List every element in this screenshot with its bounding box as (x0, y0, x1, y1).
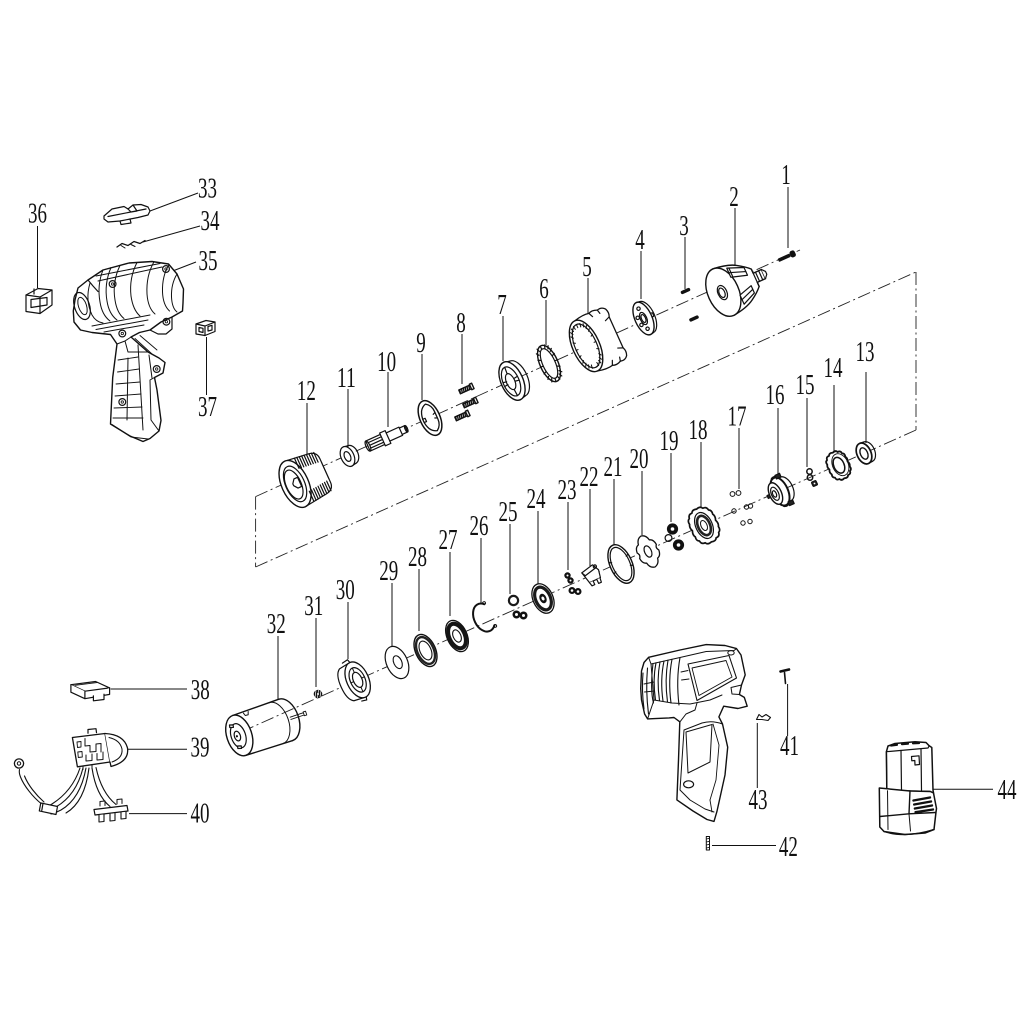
svg-text:8: 8 (456, 307, 466, 339)
svg-text:40: 40 (191, 797, 210, 829)
svg-text:4: 4 (635, 224, 645, 256)
svg-text:43: 43 (749, 784, 768, 816)
svg-text:32: 32 (267, 608, 286, 640)
svg-text:2: 2 (729, 181, 739, 213)
svg-text:34: 34 (201, 205, 220, 237)
svg-text:17: 17 (728, 401, 747, 433)
svg-text:12: 12 (297, 375, 316, 407)
svg-text:41: 41 (780, 730, 799, 762)
svg-text:16: 16 (766, 379, 785, 411)
svg-text:27: 27 (439, 524, 458, 556)
svg-text:5: 5 (582, 251, 592, 283)
svg-text:11: 11 (337, 362, 356, 394)
svg-text:7: 7 (497, 289, 507, 321)
svg-text:14: 14 (824, 352, 843, 384)
svg-text:31: 31 (304, 590, 323, 622)
svg-text:37: 37 (198, 391, 217, 423)
svg-text:39: 39 (191, 732, 210, 764)
svg-text:20: 20 (630, 443, 649, 475)
svg-text:18: 18 (689, 414, 708, 446)
svg-text:22: 22 (580, 461, 599, 493)
svg-text:6: 6 (539, 273, 549, 305)
svg-text:42: 42 (779, 831, 798, 863)
svg-text:26: 26 (470, 510, 489, 542)
svg-text:23: 23 (558, 474, 577, 506)
svg-text:35: 35 (199, 245, 218, 277)
svg-text:36: 36 (28, 198, 47, 230)
svg-text:44: 44 (998, 774, 1017, 806)
svg-text:15: 15 (796, 369, 815, 401)
svg-text:29: 29 (379, 555, 398, 587)
svg-text:10: 10 (377, 346, 396, 378)
svg-text:24: 24 (527, 483, 546, 515)
svg-text:21: 21 (604, 451, 623, 483)
svg-text:1: 1 (781, 159, 791, 191)
svg-text:3: 3 (679, 210, 689, 242)
svg-text:33: 33 (198, 173, 217, 205)
svg-text:13: 13 (856, 336, 875, 368)
svg-text:19: 19 (660, 425, 679, 457)
svg-text:28: 28 (408, 541, 427, 573)
svg-text:25: 25 (499, 496, 518, 528)
svg-text:30: 30 (336, 574, 355, 606)
svg-text:9: 9 (416, 327, 426, 359)
svg-text:38: 38 (191, 674, 210, 706)
